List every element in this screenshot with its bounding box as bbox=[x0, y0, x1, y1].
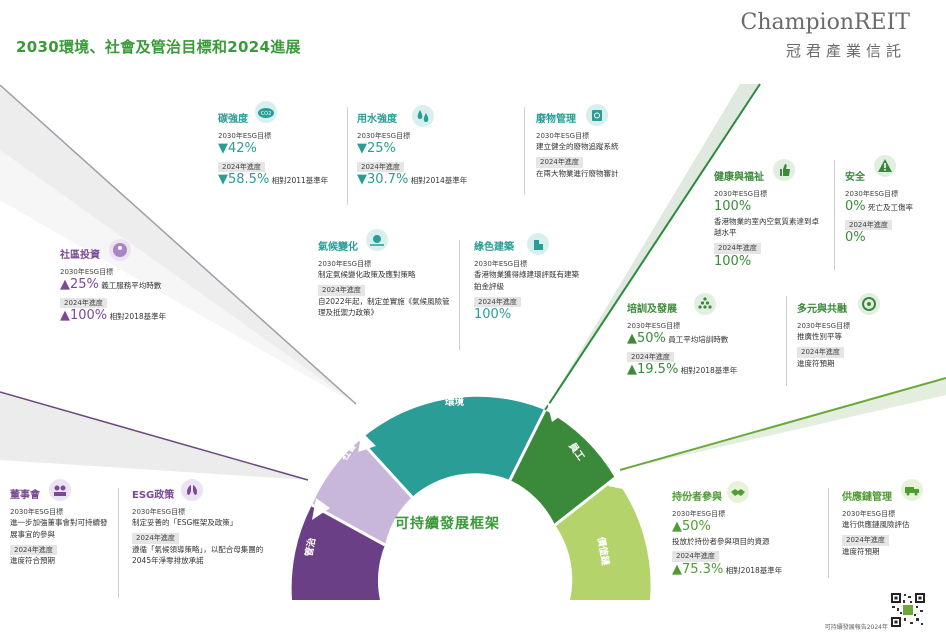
logo-en: ChampionREIT bbox=[740, 10, 910, 35]
progress-value: ▼58.5% bbox=[218, 172, 270, 188]
page-title: 2030環境、社會及管治目標和2024進展 bbox=[16, 38, 301, 56]
warning-icon bbox=[873, 154, 897, 178]
logo-zh: 冠君產業信託 bbox=[785, 42, 906, 60]
truck-icon bbox=[900, 478, 924, 502]
thumbs-up-icon bbox=[772, 158, 796, 182]
co2-cloud-icon: CO2 bbox=[254, 100, 278, 124]
target-value: ▼42% bbox=[218, 141, 257, 157]
sun-wind-icon bbox=[365, 228, 389, 252]
card-diversity: 多元與共融 2030年ESG目標 推廣性別平等 2024年進度 進度符預期 bbox=[797, 304, 851, 368]
framework-title: 可持續發展框架 bbox=[395, 516, 500, 532]
card-esg-policy: ESG政策 2030年ESG目標 制定妥善的「ESG框架及政策」 2024年進度… bbox=[132, 490, 264, 566]
handshake-icon bbox=[726, 480, 750, 504]
card-stakeholder: 持份者參與 2030年ESG目標 ▲50% 投放於持份者參與項目的資源 2024… bbox=[672, 492, 783, 578]
segment-employees bbox=[510, 410, 615, 525]
segment-governance bbox=[291, 505, 385, 600]
card-supply-chain: 供應鏈管理 2030年ESG目標 進行供應鏈風險評估 2024年進度 進度符預期 bbox=[842, 492, 910, 556]
segment-social bbox=[312, 440, 412, 545]
community-icon bbox=[108, 238, 132, 262]
inclusion-icon bbox=[857, 292, 881, 316]
lungs-icon bbox=[180, 478, 204, 502]
green-building-icon bbox=[526, 232, 550, 256]
segment-environment bbox=[360, 396, 545, 497]
water-drop-icon bbox=[411, 104, 435, 128]
card-waste: 廢物管理 2030年ESG目標 建立健全的廢物追蹤系統 2024年進度 在兩大物… bbox=[536, 114, 619, 178]
card-training: 培訓及發展 2030年ESG目標 ▲50% 員工平均培訓時數 2024年進度 ▲… bbox=[627, 304, 738, 378]
footer-text: 可持續發展報告2024年 bbox=[824, 624, 888, 631]
card-safety: 安全 2030年ESG目標 0% 死亡及工傷率 2024年進度 0% bbox=[845, 172, 914, 246]
board-icon bbox=[48, 478, 72, 502]
segment-valuechain bbox=[555, 478, 651, 600]
card-carbon-intensity: 碳強度 2030年ESG目標 ▼42% 2024年進度 ▼58.5% 相對201… bbox=[218, 114, 329, 188]
qr-code[interactable] bbox=[890, 592, 926, 628]
svg-text:CO2: CO2 bbox=[261, 111, 272, 117]
card-board: 董事會 2030年ESG目標 進一步加強董事會對可持續發展事宜的參與 2024年… bbox=[10, 490, 108, 566]
card-water-intensity: 用水強度 2030年ESG目標 ▼25% 2024年進度 ▼30.7% 相對20… bbox=[357, 114, 468, 188]
recycle-bin-icon bbox=[585, 103, 609, 127]
card-community-investment: 社區投資 2030年ESG目標 ▲25% 義工服務平均時數 2024年進度 ▲1… bbox=[60, 250, 167, 324]
segment-label-environment: 環境 bbox=[445, 397, 465, 408]
card-climate-change: 氣候變化 2030年ESG目標 制定氣候變化政策及應對策略 2024年進度 自2… bbox=[318, 242, 450, 318]
card-health-wellbeing: 健康與福祉 2030年ESG目標 100% 香港物業的室內空氣質素達到卓越水平 … bbox=[714, 172, 819, 269]
card-green-building: 綠色建築 2030年ESG目標 香港物業獲得綠建環評既有建築鉑金評級 2024年… bbox=[474, 242, 579, 323]
card-title: 碳強度 bbox=[218, 114, 248, 125]
pyramid-people-icon bbox=[693, 292, 717, 316]
